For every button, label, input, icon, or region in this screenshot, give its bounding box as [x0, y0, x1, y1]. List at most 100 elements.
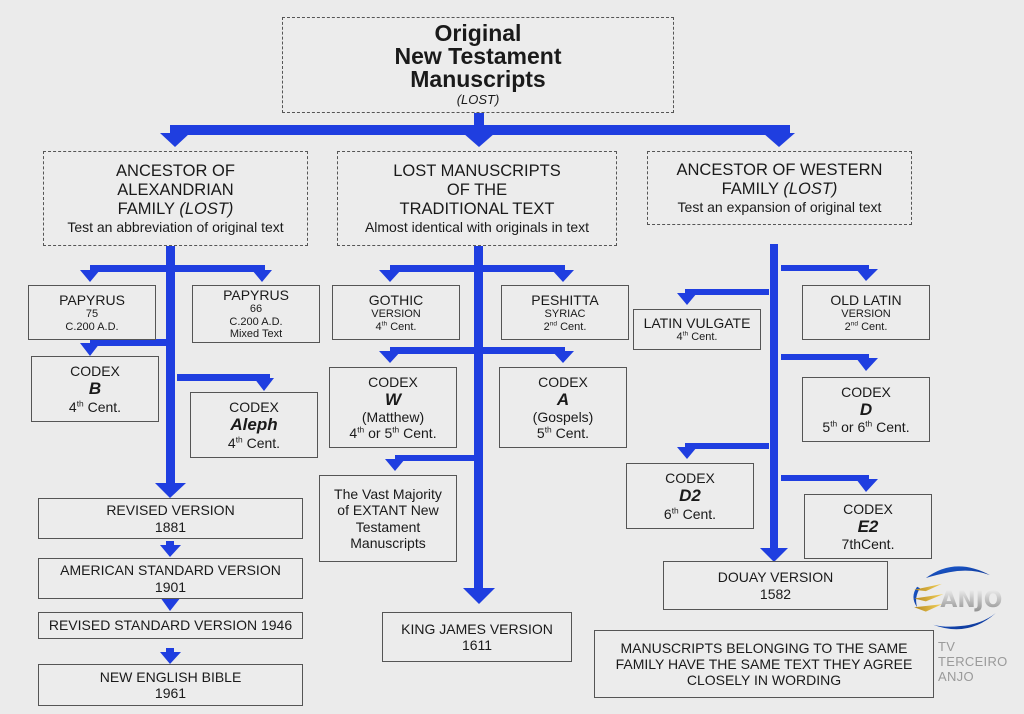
node-number: 75	[85, 307, 99, 320]
node-century: 4th Cent.	[376, 320, 417, 334]
arrow-head-papyrus-75	[80, 270, 100, 282]
west-head-douay	[760, 548, 788, 562]
node-name: PAPYRUS	[59, 291, 125, 308]
codex-letter: D	[859, 399, 873, 419]
node-note: Mixed Text	[229, 328, 283, 341]
node-century: 7thCent.	[841, 536, 895, 553]
node-part: (Gospels)	[532, 409, 594, 426]
century-suffix: th	[865, 418, 873, 429]
codex-letter: D2	[679, 486, 701, 506]
node-part: (Matthew)	[361, 409, 425, 426]
century-number: 4	[227, 434, 236, 451]
century-number: 5	[536, 425, 545, 442]
family-description: Test an expansion of original text	[677, 198, 882, 215]
century-number: 5	[822, 419, 831, 436]
family-note: MANUSCRIPTS BELONGING TO THE SAME FAMILY…	[594, 630, 934, 698]
node-century: 5th Cent.	[537, 425, 589, 441]
century-word: Cent.	[682, 505, 717, 522]
node-century: 6th Cent.	[664, 506, 716, 522]
arrow-head-codex-aleph	[254, 378, 274, 391]
family-title: LOST MANUSCRIPTS	[393, 162, 561, 180]
alex-bar-aleph	[177, 374, 270, 381]
node-latin-vulgate: LATIN VULGATE 4th Cent.	[633, 309, 761, 350]
node-century: 4th or 5th Cent.	[349, 425, 436, 441]
codex-letter: W	[384, 389, 402, 409]
family-traditional: LOST MANUSCRIPTS OF THE TRADITIONAL TEXT…	[337, 151, 617, 246]
node-century: 5th or 6th Cent.	[822, 419, 909, 435]
node-label: CODEX	[841, 383, 891, 400]
logo-text: ANJO	[940, 588, 1002, 613]
alex-trunk	[166, 244, 175, 484]
watermark-text: TV TERCEIRO ANJO	[938, 639, 1008, 684]
arrow-head-codex-b	[80, 343, 100, 356]
century-suffix: th	[76, 398, 84, 409]
node-number: 66	[249, 303, 263, 316]
lost-label: (LOST)	[783, 179, 838, 198]
century-suffix: th	[671, 505, 679, 516]
arrow-head-gothic	[379, 270, 401, 282]
family-alexandrian: ANCESTOR OF ALEXANDRIAN FAMILY (LOST) Te…	[43, 151, 308, 246]
node-date: C.200 A.D.	[229, 315, 283, 328]
family-title: TRADITIONAL TEXT	[399, 199, 555, 218]
family-title: ANCESTOR OF WESTERN	[676, 160, 883, 179]
codex-letter: Aleph	[230, 415, 278, 435]
node-century: 2nd Cent.	[543, 319, 587, 334]
node-codex-b: CODEX B 4th Cent.	[31, 356, 159, 422]
arrow-head-codex-d	[856, 358, 878, 371]
node-codex-d: CODEX D 5th or 6th Cent.	[802, 377, 930, 442]
arrow-head-codex-w	[379, 351, 401, 363]
arrow-head-codex-e2	[856, 479, 878, 492]
root-node-original-manuscripts: Original New Testament Manuscripts (LOST…	[282, 17, 674, 113]
century-suffix: nd	[549, 319, 558, 327]
century-word: Cent.	[246, 434, 281, 451]
node-codex-a: CODEX A (Gospels) 5th Cent.	[499, 367, 627, 448]
node-codex-aleph: CODEX Aleph 4th Cent.	[190, 392, 318, 458]
century-number: 5	[384, 425, 393, 442]
node-codex-e2: CODEX E2 7thCent.	[804, 494, 932, 559]
arrow-head-neb	[160, 652, 181, 664]
node-revised-standard-version: REVISED STANDARD VERSION 1946	[38, 612, 303, 639]
trad-head-kjv	[463, 588, 495, 604]
root-note: (LOST)	[456, 92, 500, 108]
version-year: 1961	[154, 685, 187, 701]
century-number: 6	[663, 505, 672, 522]
century-suffix: th	[544, 424, 552, 435]
node-revised-version: REVISED VERSION 1881	[38, 498, 303, 539]
node-century: 4th Cent.	[228, 435, 280, 451]
node-label: CODEX	[368, 373, 418, 390]
family-title-text: FAMILY	[721, 179, 779, 198]
west-bar-oldlatin	[781, 265, 869, 271]
root-stem	[474, 113, 484, 131]
node-vast-majority: The Vast Majority of EXTANT New Testamen…	[319, 475, 457, 562]
node-name: PESHITTA	[531, 291, 599, 308]
arrow-head-traditional	[463, 133, 495, 147]
version-year: 1901	[154, 578, 187, 595]
arrow-head-papyrus-66	[252, 270, 272, 282]
arrow-head-codex-a	[552, 351, 574, 363]
node-american-standard-version: AMERICAN STANDARD VERSION 1901	[38, 558, 303, 599]
node-century: 4th Cent.	[677, 331, 718, 344]
node-peshitta-syriac: PESHITTA SYRIAC 2nd Cent.	[501, 285, 629, 340]
century-word: Cent.	[390, 320, 417, 333]
node-label: CODEX	[843, 500, 893, 517]
century-suffix: nd	[850, 319, 859, 327]
century-word: Cent.	[691, 331, 718, 344]
version-name: REVISED VERSION	[106, 502, 235, 519]
west-bar-d	[781, 354, 869, 360]
family-title-text: FAMILY	[117, 199, 175, 218]
root-line1: Original	[434, 20, 522, 47]
century-suffix: th	[392, 424, 400, 435]
trad-bar-mid	[390, 347, 565, 354]
century-suffix: th	[682, 330, 689, 338]
note-line: MANUSCRIPTS BELONGING TO THE SAME	[620, 639, 908, 656]
node-douay-version: DOUAY VERSION 1582	[663, 561, 888, 610]
century-suffix: th	[235, 434, 243, 445]
node-sub: VERSION	[841, 307, 891, 320]
node-text: Testament	[355, 518, 421, 535]
century-number: 4	[349, 425, 358, 442]
node-label: CODEX	[538, 373, 588, 390]
century-word: Cent.	[876, 419, 910, 436]
century-number: 2	[543, 320, 550, 333]
root-line3: Manuscripts	[410, 66, 546, 93]
